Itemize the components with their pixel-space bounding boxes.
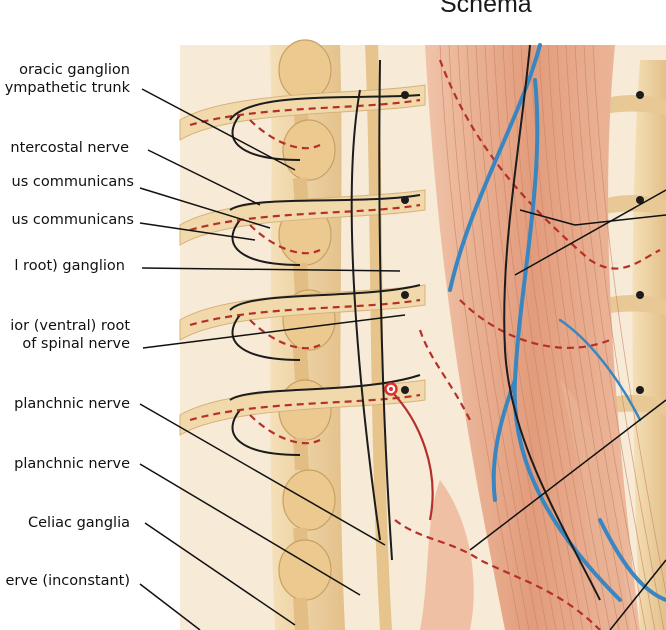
diagram-title: Schema [440,0,532,18]
label-nerve-inconstant: erve (inconstant) [5,573,130,589]
label-intercostal-nerve: ntercostal nerve [10,140,129,156]
ribs [179,84,644,456]
label-splanchnic-nerve-1: planchnic nerve [14,396,130,412]
veins [448,43,666,602]
label-root-ganglion: l root) ganglion [14,258,125,274]
label-splanchnic-nerve-2: planchnic nerve [14,456,130,472]
nerves [229,44,601,601]
label-celiac-ganglia: Celiac ganglia [28,515,130,531]
label-ramus-communicans-1: us communicans [11,174,134,190]
leader-lines [139,88,666,630]
arteries [189,59,661,630]
label-ramus-communicans-2: us communicans [11,212,134,228]
